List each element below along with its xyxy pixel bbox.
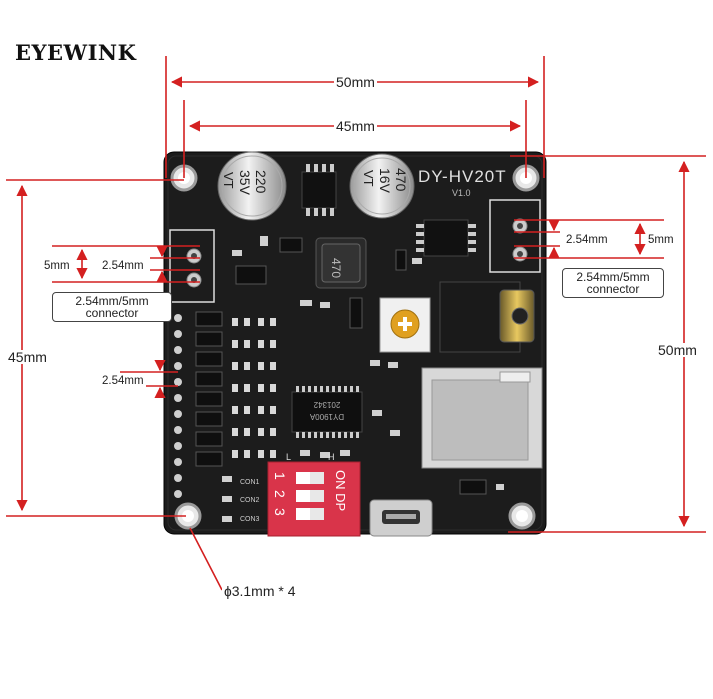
header-pins [174,314,182,498]
micro-usb-port [369,499,433,537]
dim-left-conn-5mm: 5mm [42,259,72,273]
dip-number-3: 3 [272,508,288,516]
dip-level-h: H [328,452,335,462]
cap-left-voltage: 35V [237,170,253,196]
cap-left-value: 220 [253,170,269,194]
dip-number-1: 1 [272,472,288,480]
dim-right-conn-5mm: 5mm [646,233,676,247]
capacitor-right [349,153,415,219]
inductor-label: 470 [329,258,343,278]
dim-left-conn-254: 2.54mm [100,259,146,273]
resistor-array [195,311,276,467]
dim-pin-pitch: 2.54mm [100,374,146,388]
audio-jack [439,281,535,353]
regulator-chip [301,164,337,216]
dip-on-label: ON DP [333,470,348,511]
dim-left-height: 45mm [6,349,49,365]
amplifier-chip [416,219,476,257]
right-connector-note-line1: 2.54mm/5mm [576,270,650,284]
right-terminal-block [489,199,541,273]
left-connector-note: 2.54mm/5mm connector [52,292,172,322]
left-terminal-block [169,229,215,303]
mounting-hole [182,510,194,522]
main-chip-label-2: 201342 [313,400,340,409]
right-connector-note: 2.54mm/5mm connector [562,268,664,298]
volume-potentiometer [379,297,431,353]
con1-label: CON1 [240,479,260,486]
dim-top-outer: 50mm [334,74,377,90]
sd-card-slot [421,367,543,469]
main-chip-label-1: DY1900A [309,412,344,421]
main-chip [291,386,363,438]
smd-components [222,236,504,522]
con2-label: CON2 [240,497,260,504]
dip-switch [267,461,361,537]
dip-number-2: 2 [272,490,288,498]
con3-label: CON3 [240,516,260,523]
left-connector-note-line2: connector [85,306,139,320]
cap-right-voltage: 16V [377,168,393,194]
right-connector-note-line2: connector [586,282,640,296]
brand-logo: EYEWINK [15,40,137,65]
dip-level-l: L [286,452,291,462]
left-connector-note-line1: 2.54mm/5mm [75,294,149,308]
cap-right-mark: VT [361,170,376,187]
capacitor-left [217,151,287,221]
cap-left-mark: VT [221,172,236,189]
board-version-label: V1.0 [452,188,471,198]
cap-right-value: 470 [393,168,409,192]
dim-right-height: 50mm [656,342,699,358]
dim-right-conn-254: 2.54mm [564,233,610,247]
mounting-hole [516,510,528,522]
board-model-label: DY-HV20T [418,167,507,186]
dim-top-inner: 45mm [334,118,377,134]
dim-hole-label: ɸ3.1mm * 4 [222,583,298,599]
inductor [315,237,367,289]
